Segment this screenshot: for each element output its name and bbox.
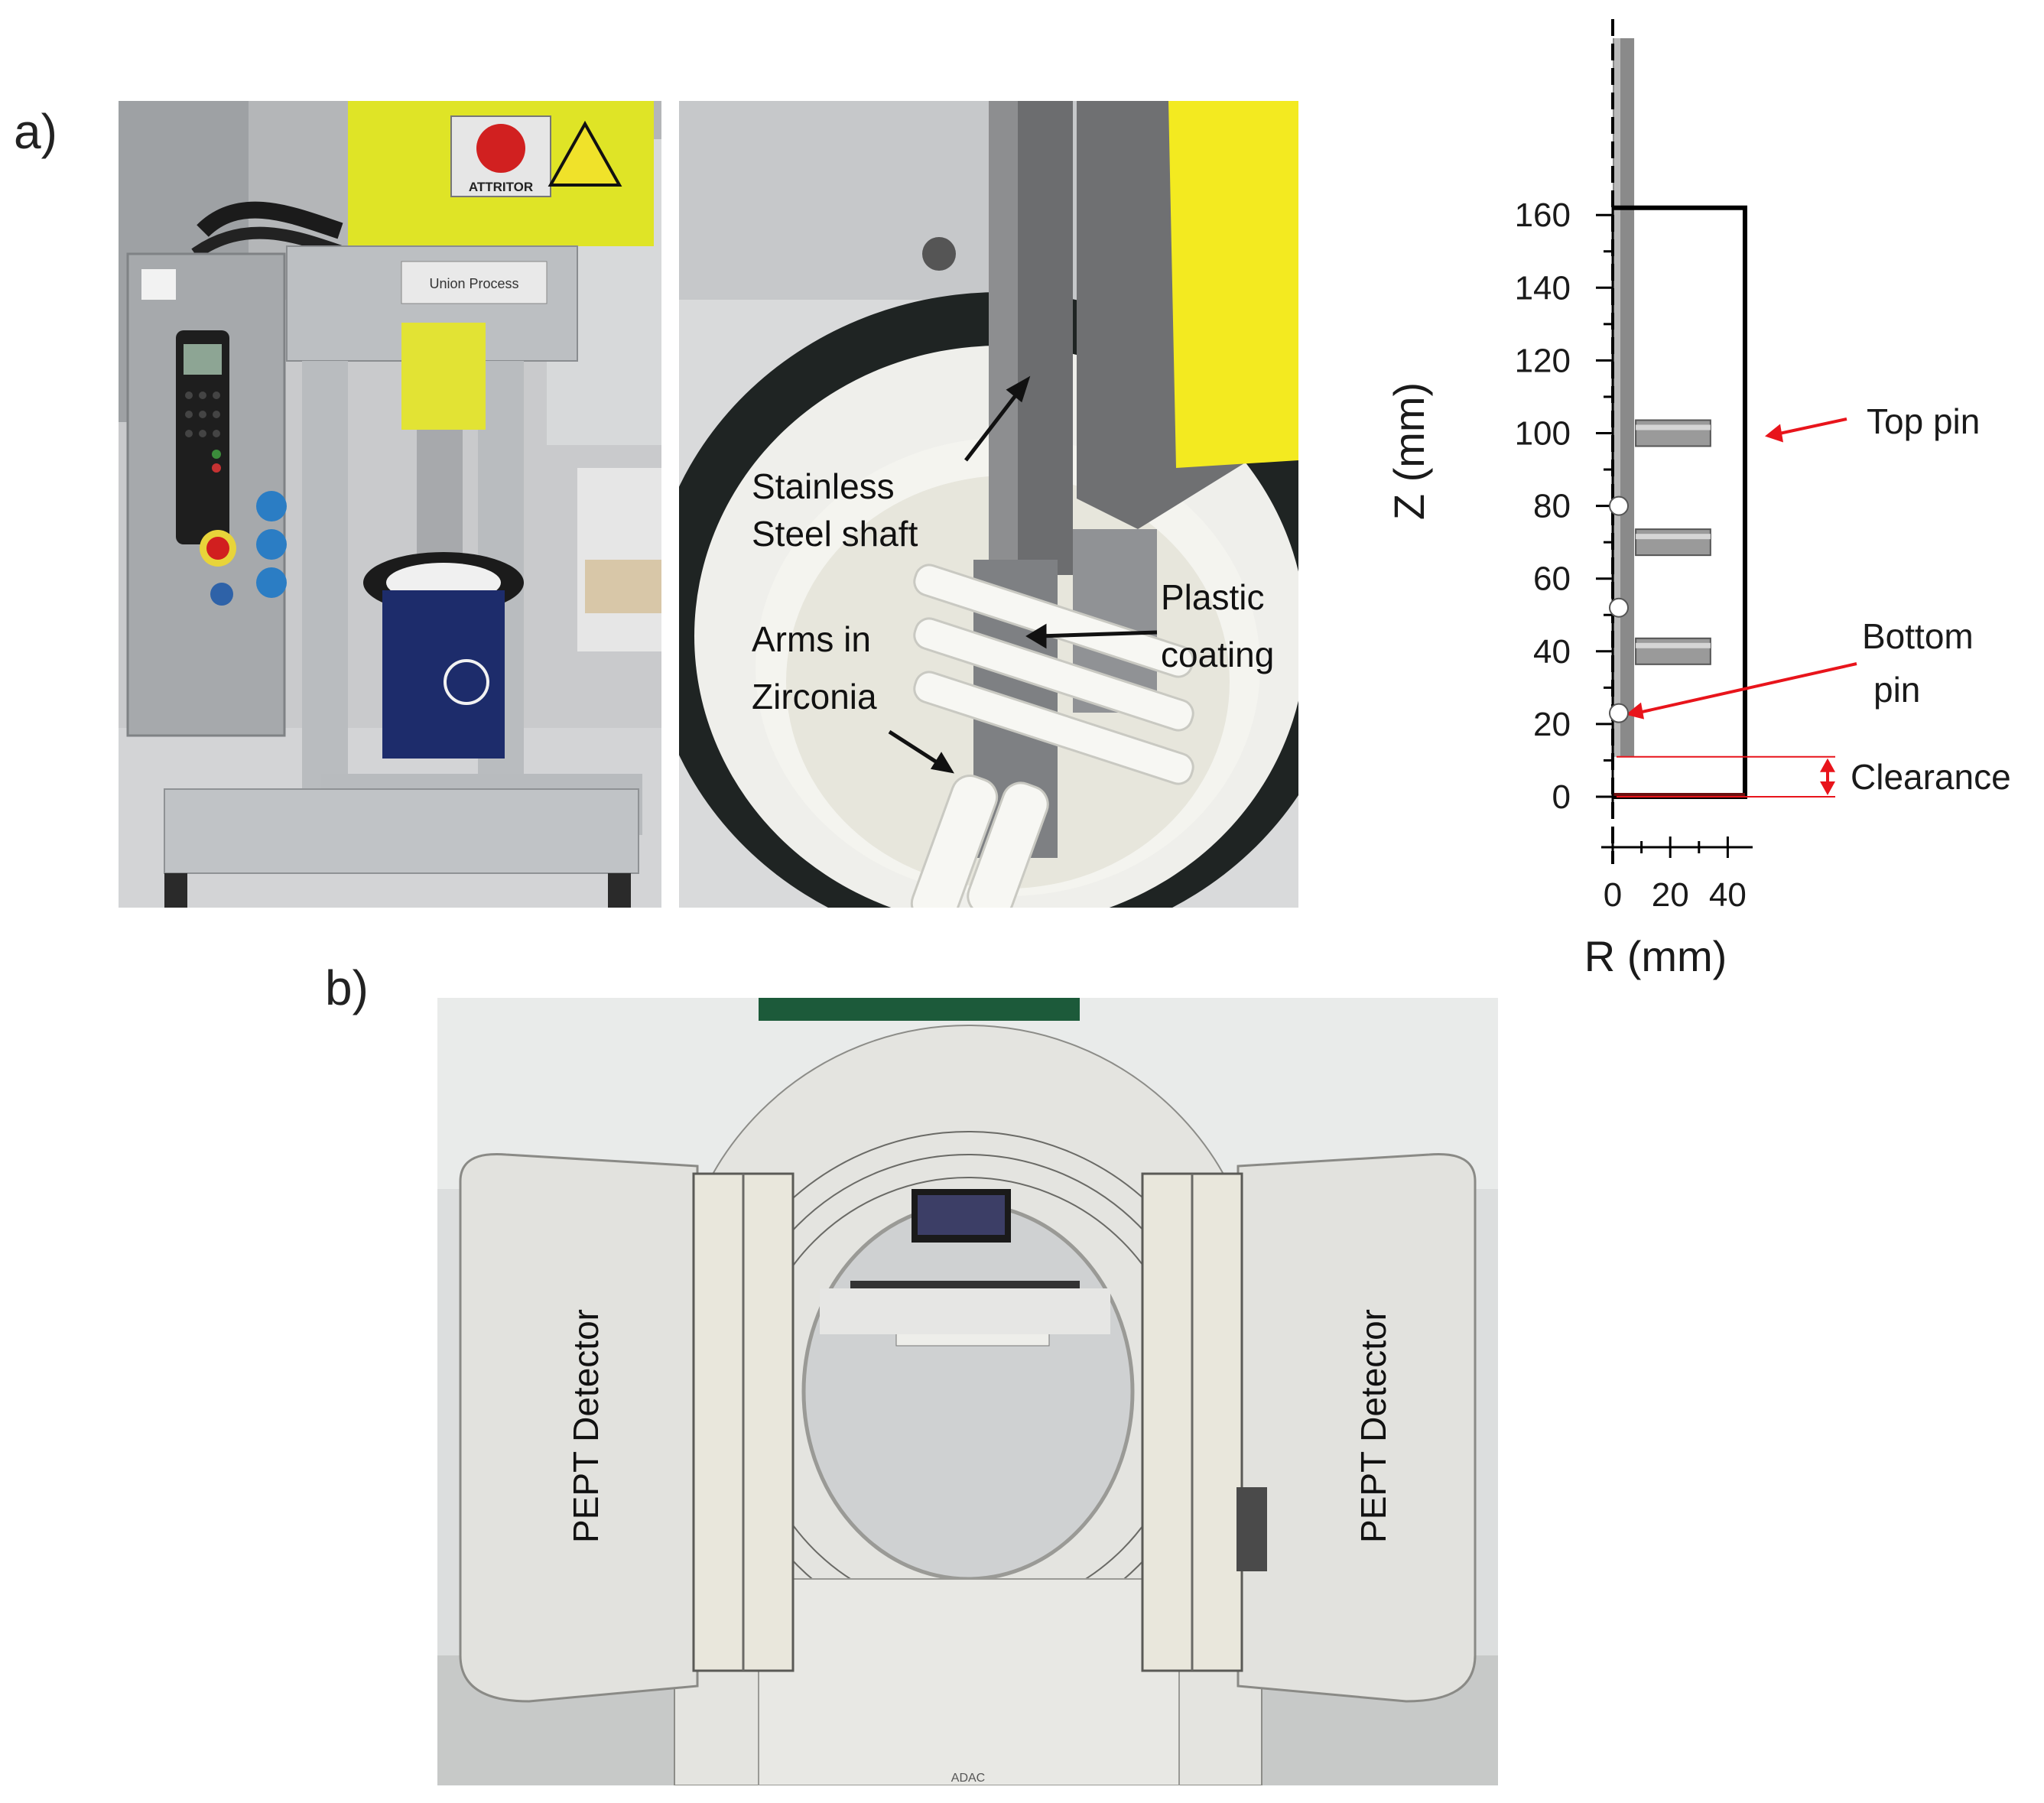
y-axis-label: Z (mm) [1385,382,1433,520]
y-tick-label: 20 [1533,706,1571,743]
clearance-arrow-down [1820,781,1835,795]
machine-logo-maker: Union Process [429,276,518,291]
pin [1635,419,1711,447]
y-tick-label: 80 [1533,488,1571,525]
annotation-coating-line2: coating [1161,635,1274,674]
pin-highlight [1636,424,1711,430]
y-tick-label: 40 [1533,633,1571,671]
mill-schematic: 0 20 40 60 80 100 120 140 160 0 20 40 Z (mm) R (mm… [1385,19,2011,980]
x-tick-label: 20 [1652,876,1689,914]
annotation-shaft-line2: Steel shaft [752,514,918,554]
x-tick-labels: 0 20 40 [1604,876,1747,914]
gantry-base-label: ADAC [951,1772,985,1785]
label-bottom-pin-line1: Bottom [1862,616,1974,656]
x-tick-label: 0 [1604,876,1622,914]
x-tick-label: 40 [1709,876,1747,914]
photo-pept-camera: ADAC PEPT Detector PEPT Detector [437,998,1498,1785]
pin-highlight [1636,534,1711,540]
pin [1635,528,1711,557]
annotation-shaft-line1: Stainless [752,466,895,506]
annotation-arms-line2: Zirconia [752,677,877,716]
arrow-top-pin [1773,417,1847,437]
panel-label-b: b) [325,960,369,1015]
label-bottom-pin-line2: pin [1873,670,1920,710]
y-tick-label: 120 [1515,342,1571,379]
machine-logo-brand: ATTRITOR [469,180,533,194]
y-tick-label: 160 [1515,197,1571,234]
photo-attritor-machine: ATTRITOR Union Process [119,101,661,908]
x-axis-label: R (mm) [1584,932,1727,980]
pin-hole [1609,703,1629,723]
panel-label-a: a) [14,104,57,159]
y-tick-label: 100 [1515,415,1571,453]
shaft-highlight [1614,38,1620,757]
detector-label-left: PEPT Detector [566,1309,606,1543]
label-top-pin: Top pin [1867,401,1980,441]
pin [1635,637,1711,665]
arrow-bottom-pin [1636,662,1857,715]
pin-hole [1609,495,1629,516]
y-tick-label: 0 [1552,778,1571,816]
detector-label-right: PEPT Detector [1353,1309,1393,1543]
y-tick-label: 60 [1533,560,1571,598]
y-tick-labels: 0 20 40 60 80 100 120 140 160 [1515,197,1571,816]
arrow-bottom-pin-head [1626,702,1644,720]
arrow-top-pin-head [1765,424,1783,443]
arrow-shaft [964,386,1023,462]
impeller-pins [1609,419,1711,723]
arrow-arms [888,729,944,768]
photo-vessel-interior: Stainless Steel shaft Plastic coating Ar… [679,101,1298,908]
pin-hole [1609,597,1629,618]
y-tick-label: 140 [1515,269,1571,307]
arrow-coating [1038,630,1158,638]
clearance-arrow-up [1820,758,1835,772]
annotation-coating-line1: Plastic [1161,577,1264,617]
annotation-arms-line1: Arms in [752,619,871,659]
label-clearance: Clearance [1851,757,2011,797]
pin-highlight [1636,642,1711,648]
